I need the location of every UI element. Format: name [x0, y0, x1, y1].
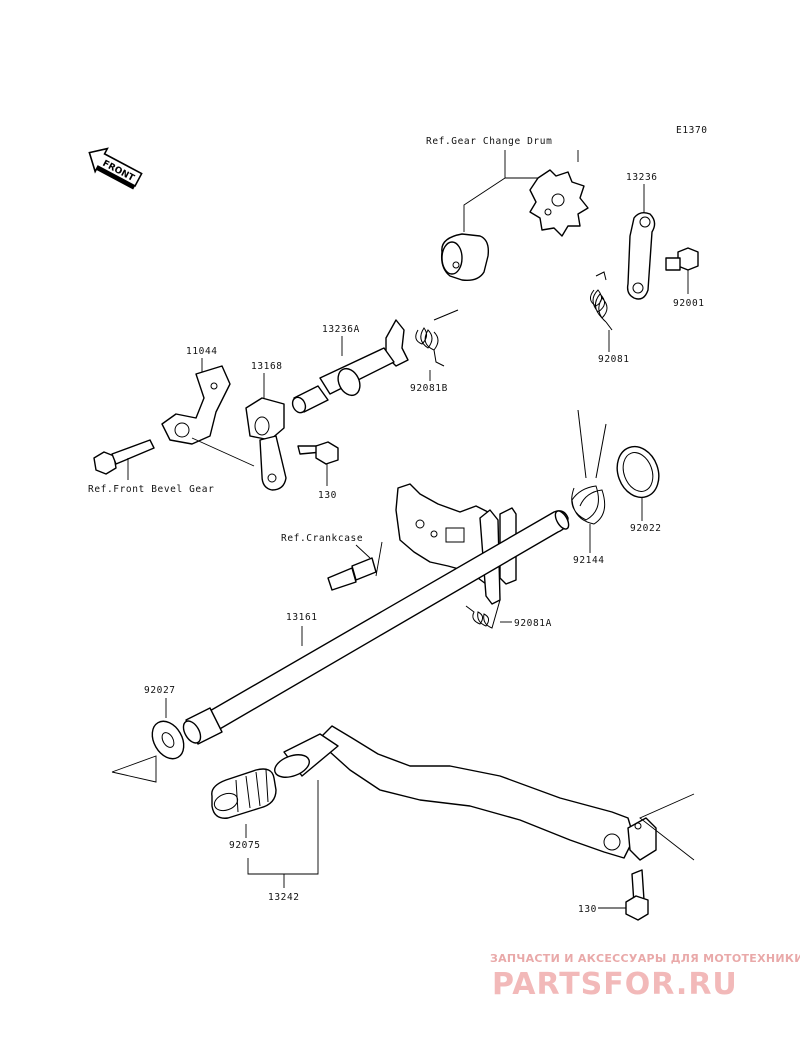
label-92022: 92022: [630, 523, 662, 534]
part-13168-lever: [191, 397, 287, 491]
watermark-tagline: ЗАПЧАСТИ И АКСЕССУАРЫ ДЛЯ МОТОТЕХНИКИ: [490, 952, 800, 965]
part-13236A-shaft: [291, 319, 409, 414]
watermark-logo: PARTSFOR.RU: [492, 967, 738, 1002]
label-92081: 92081: [598, 354, 630, 365]
part-92022-washer: [616, 445, 660, 499]
gear-change-drum-cam: [440, 233, 490, 282]
front-direction-arrow-icon: FRONT: [88, 147, 143, 190]
label-ref-gear-change-drum: Ref.Gear Change Drum: [426, 136, 552, 147]
label-92081B: 92081B: [410, 383, 448, 394]
part-92081A-spring: [465, 599, 501, 629]
label-13161: 13161: [286, 612, 318, 623]
part-13161-shift-shaft: [182, 510, 570, 745]
part-11044-bracket: [161, 365, 231, 445]
label-130-lower: 130: [578, 904, 597, 915]
part-130-upper-bolt: [297, 441, 339, 486]
label-13236: 13236: [626, 172, 658, 183]
label-92081A: 92081A: [514, 618, 552, 629]
label-13236A: 13236A: [322, 324, 360, 335]
label-ref-front-bevel-gear: Ref.Front Bevel Gear: [88, 484, 214, 495]
diagram-code: E1370: [676, 125, 708, 136]
crankcase-stud: [327, 557, 377, 591]
label-92075: 92075: [229, 840, 261, 851]
gear-change-drum-star: [529, 169, 589, 237]
part-92001-bolt: [665, 247, 699, 294]
label-92144: 92144: [573, 555, 605, 566]
part-92081-spring: [590, 271, 613, 331]
part-92075-pedal-rubber: [211, 768, 277, 819]
label-11044: 11044: [186, 346, 218, 357]
label-13242: 13242: [268, 892, 300, 903]
label-ref-crankcase: Ref.Crankcase: [281, 533, 363, 544]
part-92144-spring: [571, 409, 607, 525]
part-13236-lever: [626, 211, 656, 300]
label-13168: 13168: [251, 361, 283, 372]
label-130-upper: 130: [318, 490, 337, 501]
label-92001: 92001: [673, 298, 705, 309]
part-92027-washer: [111, 720, 185, 783]
front-bevel-gear-bolt: [93, 439, 155, 480]
shift-pedal: [274, 725, 695, 861]
part-130-lower-bolt: [625, 869, 649, 921]
part-92081B-spring: [415, 309, 459, 367]
label-92027: 92027: [144, 685, 176, 696]
